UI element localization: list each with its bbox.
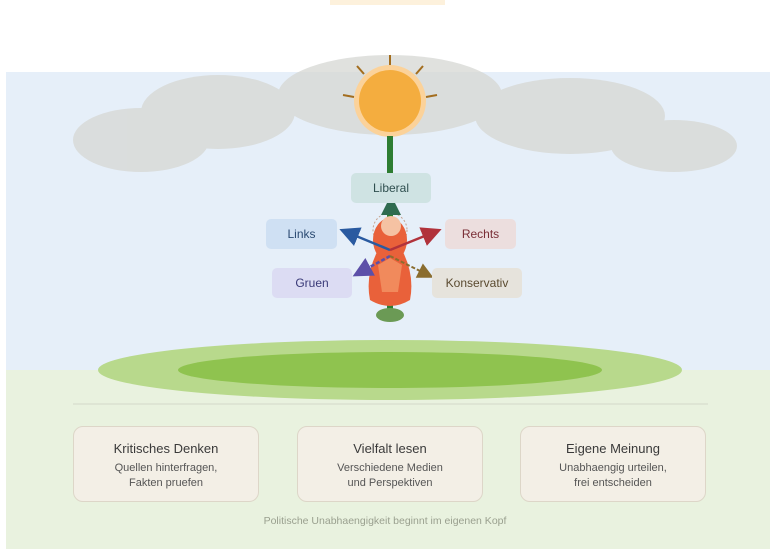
card-eigene-meinung: Eigene Meinung Unabhaengig urteilen, fre… — [520, 426, 706, 502]
card-text: Unabhaengig urteilen, frei entscheiden — [559, 462, 667, 489]
card-title: Vielfalt lesen — [353, 441, 427, 456]
cloud — [611, 120, 737, 172]
gruen-arrow — [352, 254, 391, 277]
rechts-arrow — [389, 227, 442, 252]
clouds — [73, 55, 737, 172]
card-text: Verschiedene Medien und Perspektiven — [337, 462, 443, 489]
card-kritisches-denken: Kritisches Denken Quellen hinterfragen, … — [73, 426, 259, 502]
label-links: Links — [266, 219, 337, 249]
footer-caption: Politische Unabhaengigkeit beginnt im ei… — [263, 515, 507, 527]
sun-icon — [342, 55, 438, 137]
card-title: Kritisches Denken — [113, 441, 219, 456]
label-konservativ: Konservativ — [432, 268, 522, 298]
cloud — [141, 75, 295, 149]
person-figure — [368, 212, 412, 306]
label-liberal: Liberal — [351, 173, 431, 203]
links-arrow — [339, 227, 391, 252]
card-text: Quellen hinterfragen, Fakten pruefen — [114, 462, 218, 489]
top-accent — [330, 0, 445, 5]
card-title: Eigene Meinung — [566, 441, 660, 456]
label-rechts: Rechts — [445, 219, 516, 249]
card-vielfalt-lesen: Vielfalt lesen Verschiedene Medien und P… — [297, 426, 483, 502]
stem-base — [376, 308, 404, 322]
label-gruen: Gruen — [272, 268, 352, 298]
konservativ-arrow — [389, 255, 434, 278]
hill-inner — [178, 352, 602, 388]
